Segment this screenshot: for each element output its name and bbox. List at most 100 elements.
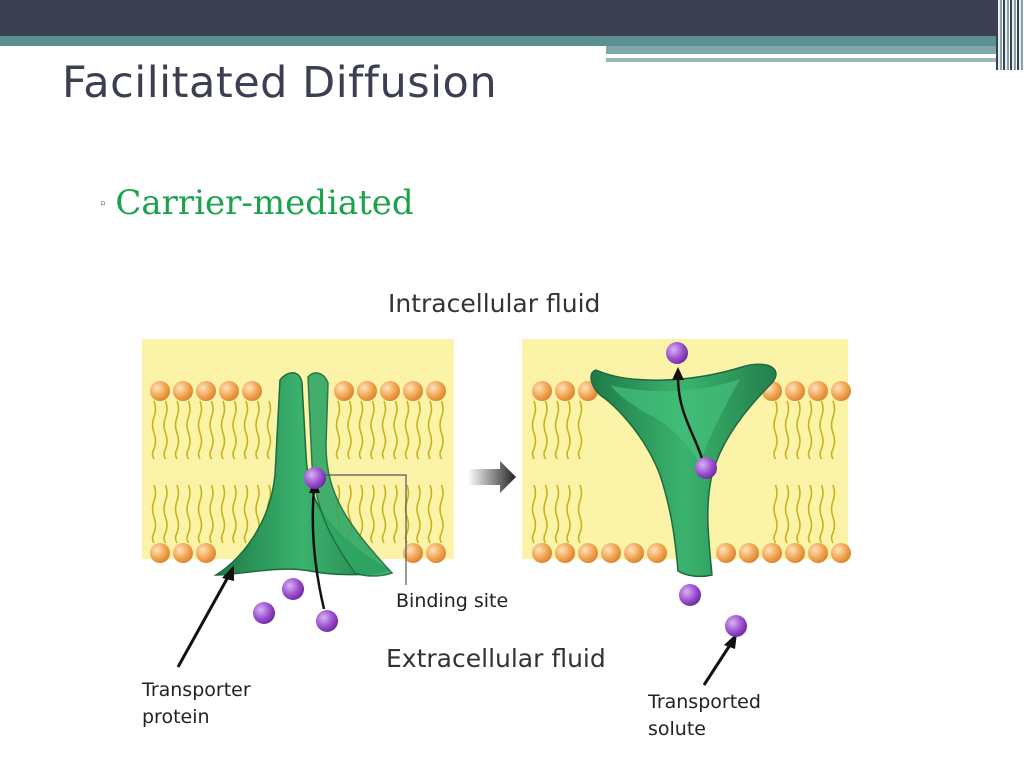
- lipid-tail: [577, 400, 583, 460]
- lipid-head: [173, 543, 193, 563]
- lipid-head: [785, 543, 805, 563]
- lipid-head: [150, 543, 170, 563]
- lipid-tail: [554, 400, 560, 460]
- lipid-head: [555, 543, 575, 563]
- solute-molecule: [253, 602, 275, 624]
- lipid-tail: [186, 484, 191, 544]
- solute-molecule: [304, 467, 326, 489]
- solute-molecule: [316, 610, 338, 632]
- slide-title: Facilitated Diffusion: [62, 58, 498, 108]
- lipid-head: [173, 381, 193, 401]
- lipid-tail: [197, 484, 203, 544]
- lipid-head: [242, 381, 262, 401]
- lipid-tail: [151, 400, 157, 460]
- arrow-solute-release-right: [672, 367, 706, 466]
- header-bar: [0, 0, 1024, 36]
- lipid-head: [196, 381, 216, 401]
- lipid-tail: [416, 400, 421, 460]
- lipid-tail: [174, 400, 180, 460]
- solute-molecules: [253, 342, 747, 637]
- lipid-tail: [393, 400, 398, 460]
- lipid-tail: [784, 484, 790, 544]
- lipid-tail: [197, 400, 203, 460]
- lipid-head: [426, 381, 446, 401]
- label-binding-site: Binding site: [396, 590, 508, 612]
- lipid-head: [426, 543, 446, 563]
- lipid-tail: [577, 484, 583, 544]
- lipid-head: [785, 381, 805, 401]
- lipid-tail: [543, 484, 548, 544]
- lipid-tail: [796, 400, 801, 460]
- solute-molecule: [695, 457, 717, 479]
- header-accent-stripe-thin: [606, 58, 1024, 62]
- label-transporter-line2: protein: [142, 706, 210, 728]
- arrow-transporter-pointer: [176, 565, 234, 668]
- lipid-tail: [163, 400, 168, 460]
- lipid-tail: [232, 400, 237, 460]
- lipid-tail: [416, 484, 421, 544]
- lipid-tail: [220, 400, 226, 460]
- lipid-tail: [566, 400, 571, 460]
- lipid-tail: [543, 400, 548, 460]
- lipid-tail: [370, 484, 375, 544]
- lipid-tail: [427, 400, 433, 460]
- lipid-head: [196, 543, 216, 563]
- lipid-tail: [209, 484, 214, 544]
- lipid-head: [808, 381, 828, 401]
- lipid-tail: [335, 400, 341, 460]
- lipid-head: [334, 381, 354, 401]
- label-solute-line1: Transported: [647, 691, 761, 713]
- lipid-tail: [554, 484, 560, 544]
- lipid-tail: [807, 400, 813, 460]
- header-corner-stripes: [996, 0, 1024, 70]
- solute-molecule: [725, 615, 747, 637]
- lipid-tail: [531, 484, 537, 544]
- lipid-tail: [773, 400, 778, 460]
- lipid-tail: [796, 484, 801, 544]
- lipid-tail: [439, 400, 444, 460]
- lipid-tail: [830, 484, 836, 544]
- lipid-tail: [358, 400, 364, 460]
- lipid-head: [357, 381, 377, 401]
- lipid-head: [532, 381, 552, 401]
- lipid-tail: [531, 400, 537, 460]
- lipid-tail: [255, 400, 260, 460]
- solute-molecule: [282, 578, 304, 600]
- lipid-tail: [566, 484, 571, 544]
- lipid-tail: [439, 484, 444, 544]
- lipid-head: [150, 381, 170, 401]
- transporter-protein-left: [213, 372, 394, 577]
- process-arrow: [468, 461, 516, 493]
- lipid-tail: [404, 400, 410, 460]
- lipid-tail: [243, 484, 249, 544]
- header-accent-stripe-short: [606, 46, 1024, 54]
- header-accent-stripe: [0, 36, 1024, 46]
- solute-molecule: [666, 342, 688, 364]
- lipid-tail: [370, 400, 375, 460]
- lipid-head: [762, 543, 782, 563]
- lipid-tail: [151, 484, 157, 544]
- lipid-tail: [381, 484, 387, 544]
- lipid-head: [555, 381, 575, 401]
- lipid-head: [808, 543, 828, 563]
- lipid-tail: [784, 400, 790, 460]
- lipid-head: [831, 381, 851, 401]
- label-intracellular-fluid: Intracellular fluid: [388, 289, 600, 318]
- lipid-tail: [427, 484, 433, 544]
- transporter-protein-right: [590, 363, 777, 578]
- facilitated-diffusion-diagram: Intracellular fluid Extracellular fluid …: [141, 289, 851, 740]
- lipid-head: [601, 543, 621, 563]
- lipid-tail: [174, 484, 180, 544]
- lipid-tail: [243, 400, 249, 460]
- header-accent-line: [606, 56, 946, 58]
- label-transporter-line1: Transporter: [141, 679, 251, 701]
- lipid-tail: [807, 484, 813, 544]
- lipid-tail: [819, 400, 824, 460]
- label-solute-line2: solute: [648, 718, 706, 740]
- lipid-tail: [381, 400, 387, 460]
- lipid-head: [624, 543, 644, 563]
- solute-molecule: [679, 584, 701, 606]
- bullet-text: Carrier-mediated: [115, 183, 414, 223]
- lipid-tail: [347, 400, 352, 460]
- lipid-head: [403, 381, 423, 401]
